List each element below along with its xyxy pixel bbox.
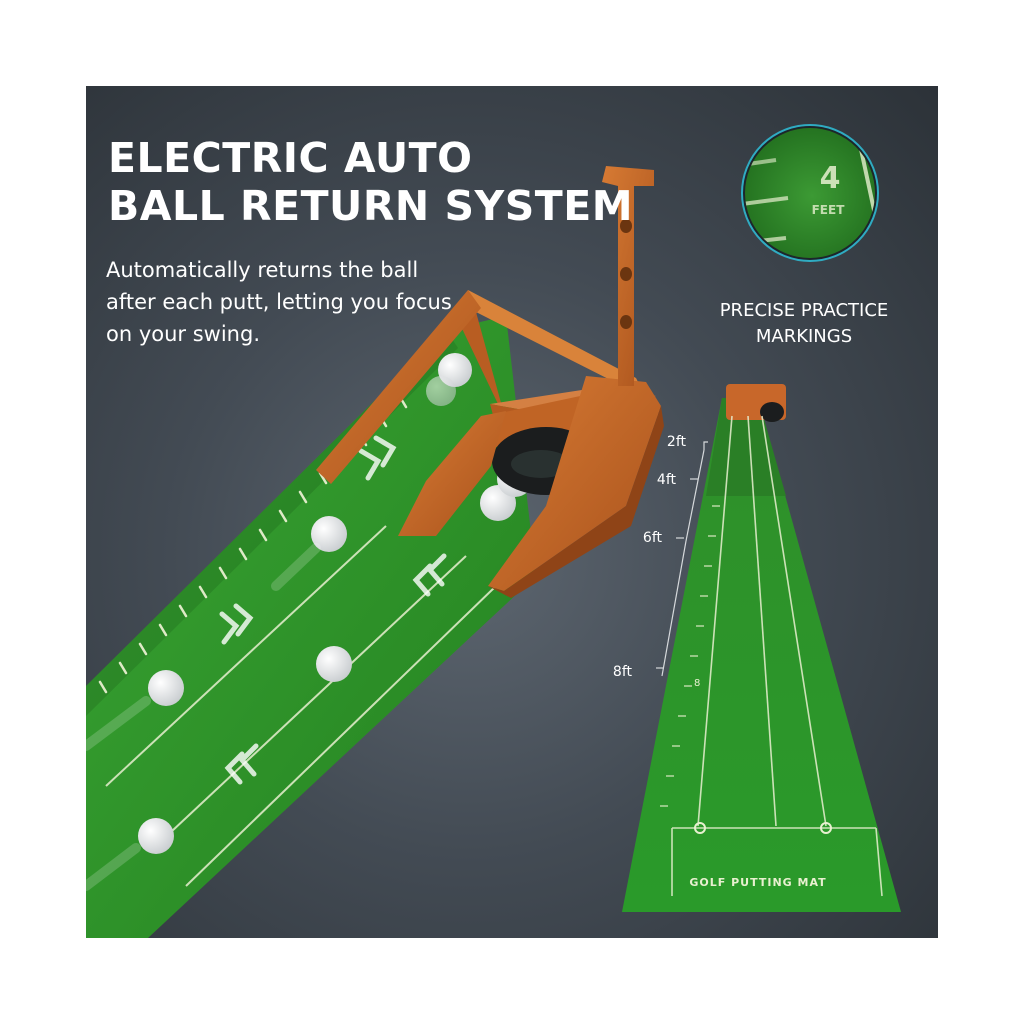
- mat-lane-lines: [105, 525, 497, 887]
- feature-description: Automatically returns the ball after eac…: [106, 258, 452, 346]
- inset-number: 4: [820, 161, 841, 196]
- marker-4ft: 4ft: [657, 472, 677, 488]
- ball-return-box: [316, 166, 664, 598]
- product-illustration: 8 GOLF PUTTING MAT 2ft 4ft 6ft 8ft: [86, 124, 901, 938]
- zoom-caption: PRECISE PRACTICE MARKINGS: [719, 300, 889, 347]
- headline-line-2: BALL RETURN SYSTEM: [108, 182, 634, 230]
- mat-scale-number: 8: [694, 678, 700, 689]
- motion-streaks: [86, 543, 321, 891]
- marker-2ft: 2ft: [667, 434, 687, 450]
- putting-mat-main: [86, 316, 536, 938]
- mat-full-ruler: [660, 505, 720, 807]
- headline: ELECTRIC AUTO BALL RETURN SYSTEM: [108, 134, 633, 230]
- golf-balls: [138, 353, 533, 854]
- product-panel: 8 GOLF PUTTING MAT 2ft 4ft 6ft 8ft: [86, 86, 938, 938]
- putting-mat-full: 8 GOLF PUTTING MAT: [622, 384, 901, 912]
- marker-8ft: 8ft: [613, 664, 633, 680]
- zoom-inset: 4 FEET: [741, 124, 879, 262]
- distance-markers: 2ft 4ft 6ft 8ft: [613, 434, 708, 680]
- mat-brand-text: GOLF PUTTING MAT: [689, 876, 826, 889]
- chevron-arrows: [219, 435, 447, 785]
- marker-6ft: 6ft: [643, 530, 663, 546]
- inset-unit: FEET: [812, 203, 846, 217]
- headline-line-1: ELECTRIC AUTO: [108, 134, 473, 182]
